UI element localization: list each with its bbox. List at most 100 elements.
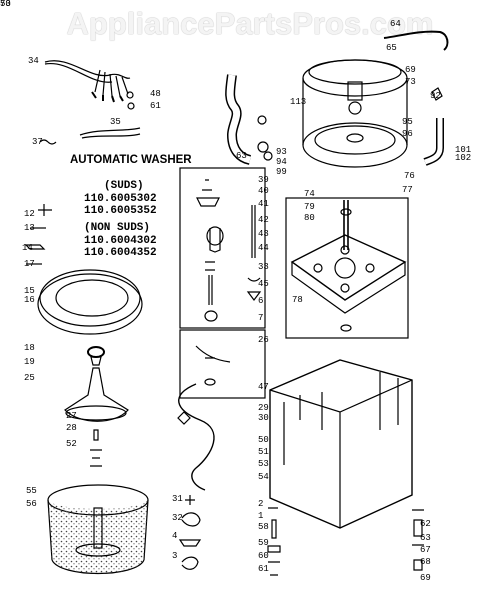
callout-53b: 53 — [0, 0, 11, 9]
callout-99: 99 — [276, 167, 287, 177]
callout-16: 16 — [24, 295, 35, 305]
callout-67: 67 — [420, 545, 431, 555]
transmission — [290, 200, 407, 332]
callout-44: 44 — [258, 243, 269, 253]
callout-69: 69 — [405, 65, 416, 75]
power-cord — [178, 383, 215, 491]
diagram-title: AUTOMATIC WASHER — [70, 154, 192, 166]
callout-15: 15 — [24, 286, 35, 296]
callout-6: 6 — [258, 296, 264, 306]
wire-37 — [39, 139, 57, 145]
callout-68: 68 — [420, 557, 431, 567]
callout-58: 58 — [258, 522, 269, 532]
callout-41: 41 — [258, 199, 269, 209]
callout-80: 80 — [304, 213, 315, 223]
callout-52: 52 — [66, 439, 77, 449]
callout-56: 56 — [26, 499, 37, 509]
callout-102: 102 — [455, 153, 472, 163]
callout-45: 45 — [258, 279, 269, 289]
callout-51: 51 — [258, 447, 269, 457]
agitator — [64, 346, 129, 467]
callout-96: 96 — [402, 129, 413, 139]
callout-55: 55 — [26, 486, 37, 496]
callout-43: 43 — [258, 229, 269, 239]
suds-model-1: 110.6005302 — [84, 193, 157, 205]
callout-34: 34 — [28, 56, 39, 66]
filter-92 — [431, 87, 443, 101]
callout-26: 26 — [258, 335, 269, 345]
callout-93: 93 — [276, 147, 287, 157]
callout-40: 40 — [258, 186, 269, 196]
callout-65: 65 — [386, 43, 397, 53]
callout-4: 4 — [172, 531, 178, 541]
callout-32: 32 — [172, 513, 183, 523]
callout-74: 74 — [304, 189, 315, 199]
left-small-parts — [24, 204, 52, 265]
callout-3: 3 — [172, 551, 178, 561]
callout-27: 27 — [66, 411, 77, 421]
callout-47: 47 — [258, 382, 269, 392]
tub-ring — [37, 269, 143, 335]
callout-70: 70 — [0, 0, 11, 9]
nonsuds-model-2: 110.6004352 — [84, 247, 157, 259]
callout-25: 25 — [24, 373, 35, 383]
clip-61 — [127, 102, 135, 110]
callout-113: 113 — [290, 97, 307, 107]
leveling-legs — [267, 507, 424, 576]
hose-64 — [383, 30, 449, 51]
callout-19: 19 — [24, 357, 35, 367]
frame-transmission — [285, 197, 409, 339]
callout-73: 73 — [405, 77, 416, 87]
plug — [177, 411, 191, 425]
agitator-cam-parts — [195, 179, 262, 386]
frame-agitator-parts — [179, 167, 266, 329]
watermark: AppliancePartsPros.com — [66, 6, 434, 41]
callout-101: 101 — [455, 145, 472, 155]
callout-14: 14 — [22, 243, 33, 253]
callout-69b: 69 — [420, 573, 431, 583]
callout-61b: 61 — [258, 564, 269, 574]
callout-33: 33 — [258, 262, 269, 272]
callout-62: 62 — [420, 519, 431, 529]
callout-7: 7 — [258, 313, 264, 323]
callout-78: 78 — [292, 295, 303, 305]
callout-1: 1 — [258, 511, 264, 521]
wire-35 — [79, 127, 141, 139]
callout-60: 60 — [258, 551, 269, 561]
callout-35: 35 — [110, 117, 121, 127]
callout-29: 29 — [258, 403, 269, 413]
outer-tub — [302, 59, 408, 168]
callout-31: 31 — [172, 494, 183, 504]
callout-39: 39 — [258, 175, 269, 185]
callout-18: 18 — [24, 343, 35, 353]
callout-2: 2 — [258, 499, 264, 509]
frame-small-parts — [179, 329, 266, 399]
callout-50: 50 — [258, 435, 269, 445]
callout-64: 64 — [390, 19, 401, 29]
callout-13: 13 — [24, 223, 35, 233]
callout-54: 54 — [258, 472, 269, 482]
callout-95: 95 — [402, 117, 413, 127]
nonsuds-model-1: 110.6004302 — [84, 235, 157, 247]
callout-63b: 63 — [420, 533, 431, 543]
callout-42: 42 — [258, 215, 269, 225]
drain-hose — [225, 74, 273, 165]
callout-12: 12 — [24, 209, 35, 219]
callout-48: 48 — [150, 89, 161, 99]
callout-63: 63 — [236, 151, 247, 161]
suds-label: (SUDS) — [104, 180, 144, 192]
wash-basket — [47, 484, 149, 574]
callout-17: 17 — [24, 259, 35, 269]
suds-model-2: 110.6005352 — [84, 205, 157, 217]
callout-30: 30 — [258, 413, 269, 423]
callout-77: 77 — [402, 185, 413, 195]
clip-48 — [126, 91, 134, 99]
wire-harness — [44, 60, 131, 103]
callout-37: 37 — [32, 137, 43, 147]
cabinet — [269, 359, 413, 529]
callout-92: 92 — [430, 91, 441, 101]
callout-28: 28 — [66, 423, 77, 433]
callout-79: 79 — [304, 202, 315, 212]
